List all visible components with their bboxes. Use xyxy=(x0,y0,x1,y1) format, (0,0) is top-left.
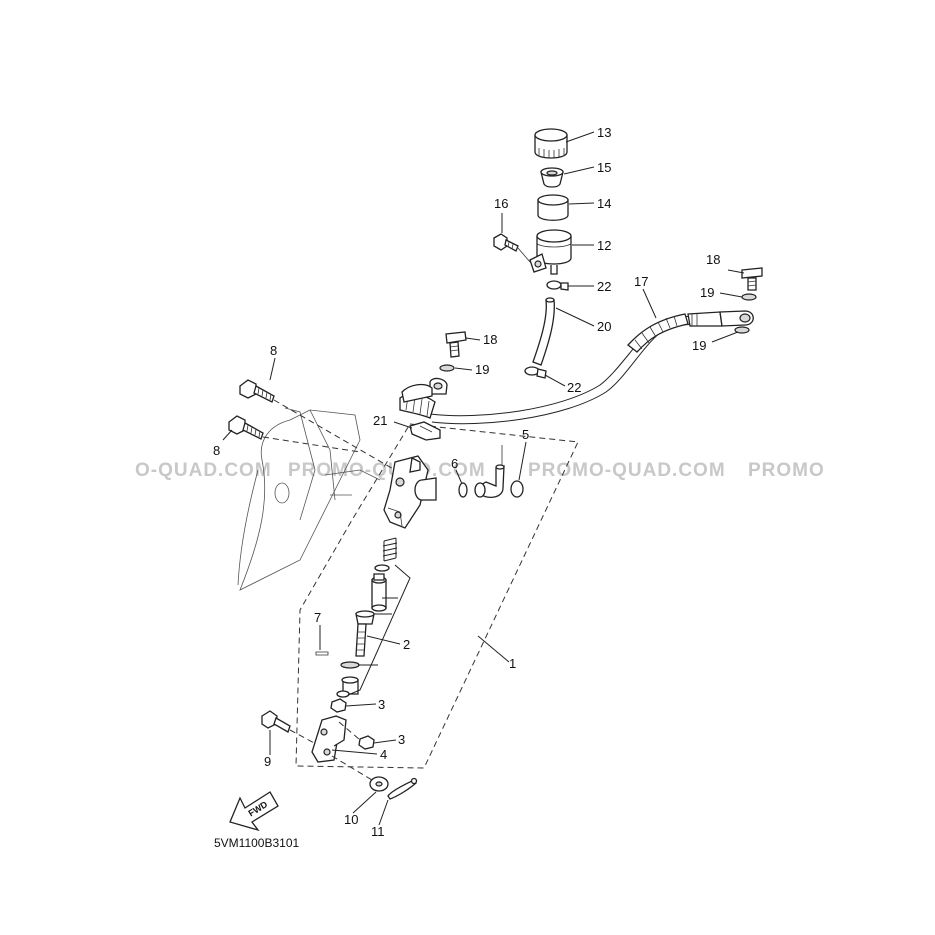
callout-11: 11 xyxy=(371,824,385,839)
callout-17: 17 xyxy=(634,274,648,289)
reservoir-cap-13 xyxy=(534,128,568,159)
callout-19-left: 19 xyxy=(475,362,489,377)
watermark-text-1: O-QUAD.COM xyxy=(135,460,272,481)
callout-19-upper-right: 19 xyxy=(700,285,714,300)
nut-3-lower xyxy=(358,735,375,750)
diaphragm-14 xyxy=(537,194,569,221)
cotter-pin-11 xyxy=(387,777,418,800)
watermark-text-3: PROMO-QUAD.COM xyxy=(528,460,726,481)
callout-8-upper: 8 xyxy=(270,343,277,358)
washer-leader xyxy=(331,755,373,781)
pin-7 xyxy=(315,651,329,656)
washer-19-left xyxy=(439,364,455,372)
callout-leaders xyxy=(222,131,745,826)
o-ring-6 xyxy=(458,482,468,498)
callout-18-left: 18 xyxy=(483,332,497,347)
piston xyxy=(371,573,387,612)
callout-13: 13 xyxy=(597,125,611,140)
callout-9: 9 xyxy=(264,754,271,769)
callout-4: 4 xyxy=(380,747,387,762)
spring xyxy=(382,537,398,562)
group-2-leader xyxy=(347,564,411,696)
diaphragm-plate-15 xyxy=(540,167,564,188)
callout-2: 2 xyxy=(403,637,410,652)
callout-22-lower: 22 xyxy=(567,380,581,395)
clip-22-upper xyxy=(546,280,569,291)
boot xyxy=(336,661,360,698)
bolt-9-leader xyxy=(289,729,317,745)
washer-10 xyxy=(369,776,389,792)
callout-1: 1 xyxy=(509,656,516,671)
callout-8-lower: 8 xyxy=(213,443,220,458)
callout-labels: 13 15 14 16 12 22 20 17 18 19 19 18 19 2… xyxy=(213,125,720,839)
hose-20 xyxy=(532,297,555,366)
reservoir-tank-12 xyxy=(529,229,572,275)
washer-19-upper-right xyxy=(741,293,757,301)
bolt-8-lower xyxy=(228,415,264,440)
group-2-ticks xyxy=(358,597,398,666)
callout-19-lower-right: 19 xyxy=(692,338,706,353)
diagram-code: 5VM1100B3101 xyxy=(214,836,300,850)
bolt-8-upper-leader xyxy=(273,399,396,471)
bracket-21 xyxy=(409,421,441,441)
watermark: O-QUAD.COM PROMO-QUAD.COM PROMO-QUAD.COM… xyxy=(135,460,825,481)
callout-5: 5 xyxy=(522,427,529,442)
banjo-bolt-18-right xyxy=(741,267,763,291)
circlip-5 xyxy=(510,480,524,498)
elbow-fitting xyxy=(474,464,505,499)
nut-3-upper xyxy=(330,698,347,713)
screw-16 xyxy=(493,233,519,252)
callout-7: 7 xyxy=(314,610,321,625)
bolt-8-lower-leader xyxy=(262,436,361,453)
watermark-text-2: PROMO-QUAD.COM xyxy=(288,460,486,481)
callout-22-upper: 22 xyxy=(597,279,611,294)
callout-15: 15 xyxy=(597,160,611,175)
banjo-fitting-left xyxy=(401,377,448,403)
frame-bracket xyxy=(237,407,381,591)
callout-6: 6 xyxy=(451,456,458,471)
bolt-9 xyxy=(261,710,291,733)
bolt-8-upper xyxy=(239,379,275,403)
callout-12: 12 xyxy=(597,238,611,253)
callout-10: 10 xyxy=(344,812,358,827)
watermark-text-4: PROMO xyxy=(748,460,825,481)
fwd-arrow-icon: FWD xyxy=(229,791,279,832)
clip-22-lower xyxy=(524,366,547,379)
push-rod xyxy=(355,610,375,657)
screw-16-leader xyxy=(517,247,531,263)
callout-18-right: 18 xyxy=(706,252,720,267)
clevis-nut-leader xyxy=(338,721,361,741)
callout-21: 21 xyxy=(373,413,387,428)
master-cylinder-body xyxy=(383,455,437,529)
washer-19-lower-right xyxy=(734,326,750,334)
callout-3-upper: 3 xyxy=(378,697,385,712)
callout-3-lower: 3 xyxy=(398,732,405,747)
piston-seal-upper xyxy=(374,564,390,572)
callout-14: 14 xyxy=(597,196,611,211)
banjo-bolt-18-left xyxy=(445,331,467,358)
clevis-4 xyxy=(311,715,347,763)
callout-20: 20 xyxy=(597,319,611,334)
callout-16: 16 xyxy=(494,196,508,211)
